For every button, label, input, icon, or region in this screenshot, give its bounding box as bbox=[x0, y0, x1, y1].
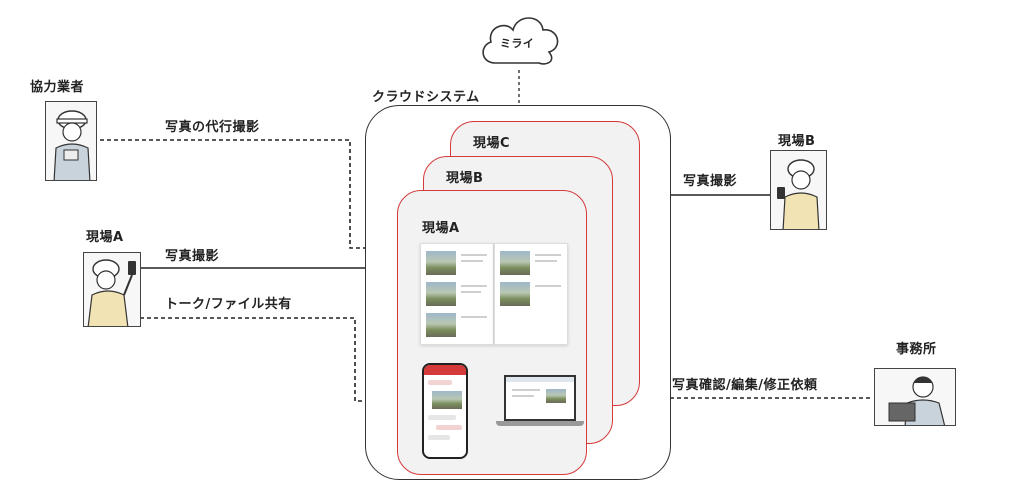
cloud-icon bbox=[482, 17, 559, 65]
site-card-c-title: 現場C bbox=[473, 136, 511, 151]
report-page-right bbox=[494, 243, 568, 345]
laptop-text-line bbox=[512, 395, 534, 397]
system-label: クラウドシステム bbox=[372, 90, 480, 105]
site-b-actor-label: 現場B bbox=[778, 134, 816, 149]
report-text-line bbox=[461, 260, 483, 262]
worker-icon bbox=[777, 159, 820, 229]
report-text-line bbox=[461, 254, 487, 256]
report-photo bbox=[426, 282, 456, 306]
report-photo bbox=[500, 282, 530, 306]
site-card-a: 現場A bbox=[397, 190, 587, 475]
partner-illustration bbox=[45, 101, 97, 181]
smartphone-chat bbox=[422, 363, 468, 459]
chat-bubble bbox=[428, 435, 450, 440]
report-text-line bbox=[535, 260, 557, 262]
site-a-actor-label: 現場A bbox=[86, 230, 124, 245]
office-ops-label: 写真確認/編集/修正依頼 bbox=[672, 378, 818, 393]
report-photo bbox=[500, 251, 530, 275]
report-text-line bbox=[535, 285, 561, 287]
site-card-b-title: 現場B bbox=[446, 171, 484, 186]
photo-a-label: 写真撮影 bbox=[165, 249, 220, 264]
worker-icon bbox=[87, 259, 136, 326]
chat-bubble bbox=[428, 415, 456, 420]
office-label: 事務所 bbox=[896, 342, 937, 357]
worker-icon bbox=[53, 110, 91, 180]
site-b-worker-illustration bbox=[770, 150, 827, 230]
photo-b-label: 写真撮影 bbox=[683, 174, 738, 189]
photo-report-document bbox=[420, 243, 568, 345]
phone-header-bar bbox=[424, 365, 466, 375]
laptop-screen bbox=[504, 375, 576, 421]
chat-photo bbox=[432, 391, 462, 409]
report-photo bbox=[426, 313, 456, 337]
talk-share-label: トーク/ファイル共有 bbox=[165, 297, 292, 312]
report-text-line bbox=[535, 254, 561, 256]
report-text-line bbox=[461, 291, 481, 293]
laptop-base bbox=[496, 421, 584, 426]
proxy-photo-label: 写真の代行撮影 bbox=[165, 120, 260, 135]
chat-bubble bbox=[428, 380, 452, 385]
report-page-left bbox=[420, 243, 494, 345]
report-text-line bbox=[461, 285, 487, 287]
office-worker-icon bbox=[888, 376, 946, 425]
site-a-worker-illustration bbox=[83, 252, 141, 327]
partner-label: 協力業者 bbox=[30, 80, 85, 95]
site-card-a-title: 現場A bbox=[422, 221, 460, 236]
chat-bubble bbox=[436, 425, 462, 430]
laptop-photo bbox=[546, 389, 566, 403]
laptop-text-line bbox=[512, 389, 540, 391]
office-worker-illustration bbox=[874, 368, 956, 426]
laptop-toolbar bbox=[506, 377, 574, 382]
cloud-label: ミライ bbox=[500, 37, 535, 50]
report-photo bbox=[426, 251, 456, 275]
report-text-line bbox=[461, 316, 487, 318]
